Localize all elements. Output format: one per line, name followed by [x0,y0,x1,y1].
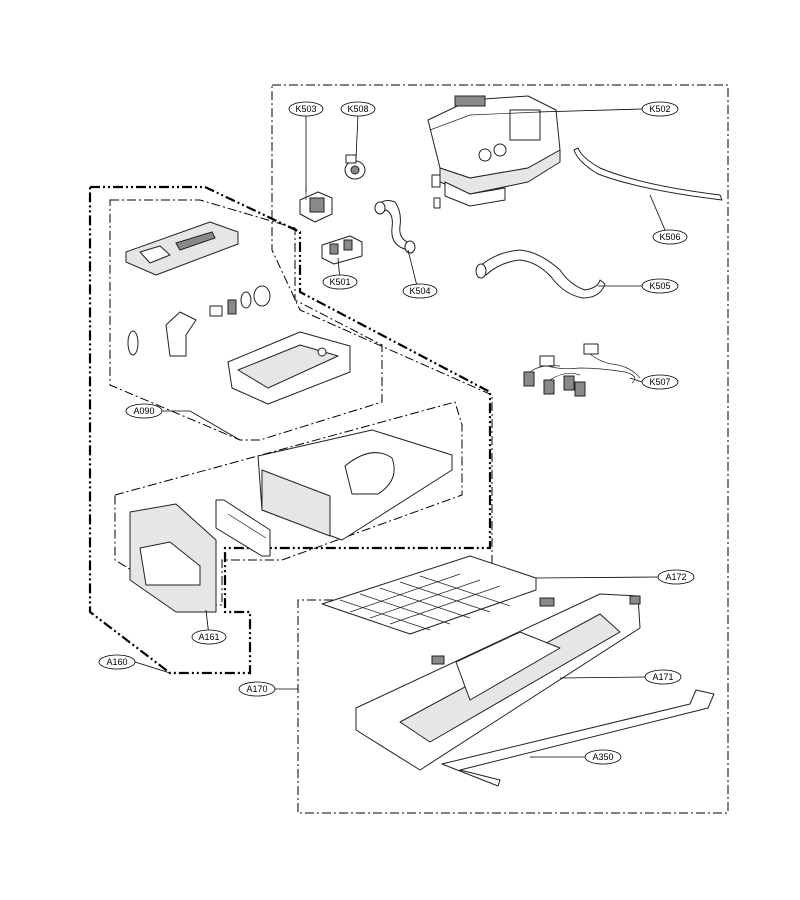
drawer-divider-part [215,499,271,557]
callout-k504-label: K504 [409,286,430,296]
callout-a170: A170 [238,681,276,697]
hose-k504-part [377,200,413,251]
dispenser-cap-part [125,221,239,276]
callout-k502: K502 [641,101,679,117]
callout-a350: A350 [584,749,622,765]
callout-k508-label: K508 [347,104,368,114]
callout-k504: K504 [402,283,438,299]
valve-insert-part [209,285,271,317]
callout-a160-label: A160 [106,657,127,667]
hose-k505-part [477,249,606,299]
callout-k506-label: K506 [659,232,680,242]
steam-generator-part [427,95,561,209]
valve-k503-part [299,188,333,223]
leader-lines [134,108,669,758]
hose-k506-part [573,147,723,201]
callout-a350-label: A350 [592,752,613,762]
callout-a171-label: A171 [652,672,673,682]
callout-k502-label: K502 [649,104,670,114]
housing-part [355,593,641,771]
callout-k507-label: K507 [649,377,670,387]
drawer-handle-part [129,503,217,613]
clamp-k508-part [344,154,366,180]
callout-a171: A171 [644,669,682,685]
callout-a090-label: A090 [133,406,154,416]
bracket-a350-part [441,689,715,787]
harness-k507-part [523,343,641,397]
callout-a172-label: A172 [665,572,686,582]
callout-k505: K505 [641,278,679,294]
siphon-part [127,311,197,357]
callout-a170-label: A170 [246,684,267,694]
callout-a161-label: A161 [198,632,219,642]
callout-a172: A172 [657,569,695,585]
callout-a160: A160 [98,654,136,670]
callout-k501-label: K501 [329,277,350,287]
a090-boundary [109,199,383,441]
callout-k503-label: K503 [295,104,316,114]
callout-k503: K503 [288,101,324,117]
callout-k501: K501 [322,274,358,290]
callout-a090: A090 [125,403,163,419]
filter-grid-part [321,555,537,635]
callout-k507: K507 [641,374,679,390]
callout-k505-label: K505 [649,281,670,291]
drawer-body-part [257,429,453,541]
bracket-k501-part [321,235,363,265]
k-group-boundary [271,84,729,814]
detergent-tray-part [227,331,351,405]
callout-a161: A161 [191,629,227,645]
callout-k506: K506 [652,229,688,245]
callout-k508: K508 [340,101,376,117]
